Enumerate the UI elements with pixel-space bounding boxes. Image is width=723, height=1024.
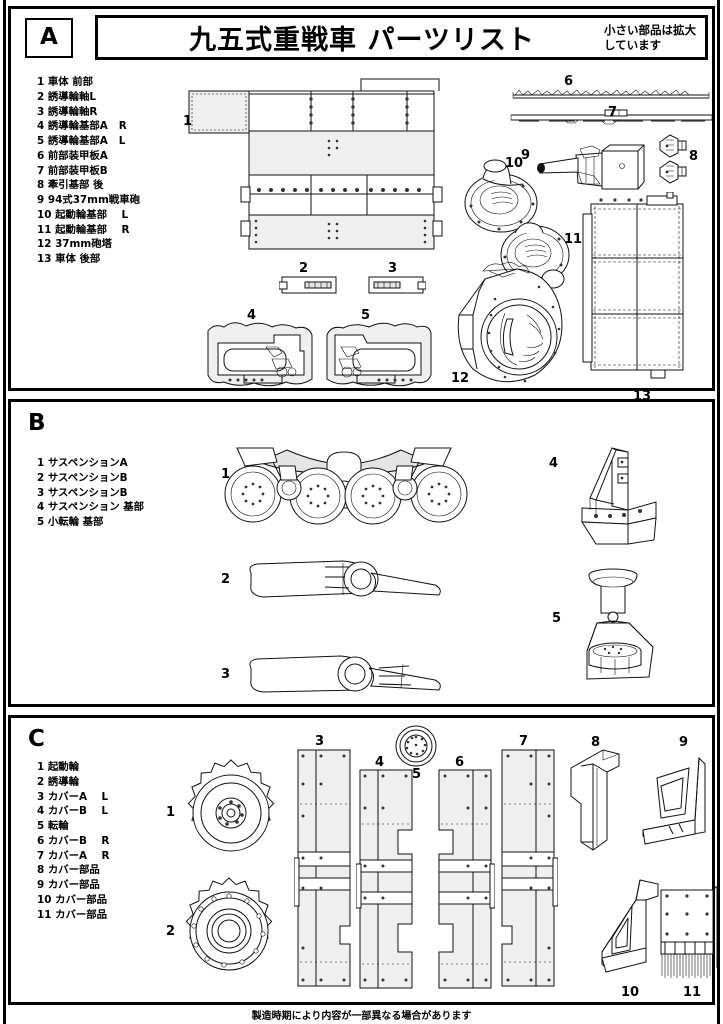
page-title: 九五式重戦車 パーツリスト [189,25,535,56]
callout-c-3: 3 [315,734,325,749]
callout-c-9: 9 [679,735,689,750]
idler-wheel-diagram [174,876,284,986]
panel-b-letter: B [28,410,46,436]
suspension-assembly-diagram [223,440,487,526]
cover-part-9-diagram [639,756,711,856]
callout-c-4: 4 [375,755,385,770]
callout-a-10: 10 [505,156,524,171]
callout-a-12: 12 [451,371,470,386]
callout-c-2: 2 [166,924,176,939]
callout-c-7: 7 [519,734,529,749]
road-wheel-diagram [394,724,438,768]
panel-b-parts-legend: 1 サスペンションA 2 サスペンションB 3 サスペンションB 4 サスペンシ… [37,457,145,529]
callout-c-10: 10 [621,985,640,1000]
cover-part-11-diagram [655,886,723,986]
callout-c-8: 8 [591,735,601,750]
callout-a-2: 2 [299,261,309,276]
front-armor-plate-a-diagram [511,85,711,101]
callout-a-7: 7 [608,105,618,120]
turret-37mm-diagram [443,257,573,393]
small-roller-base-diagram [571,567,671,687]
cover-b-l-diagram [356,768,416,990]
callout-c-5: 5 [412,767,422,782]
callout-a-4: 4 [247,308,257,323]
callout-b-1: 1 [221,467,231,482]
cover-part-10-diagram [596,876,668,986]
rear-tow-hook-diagram [656,133,704,189]
suspension-base-diagram [566,444,676,552]
footer-note: 製造時期により内容が一部異なる場合があります [251,1011,472,1022]
cover-b-r-diagram [435,768,495,990]
callout-a-5: 5 [361,308,371,323]
cover-a-r-diagram [498,748,558,988]
callout-a-11: 11 [564,232,583,247]
idler-base-r-diagram [204,317,316,392]
panel-a-letter: A [25,18,73,58]
callout-b-5: 5 [552,611,562,626]
cover-a-l-diagram [294,748,354,988]
panel-c-parts-legend: 1 起動輪 2 誘導輪 3 カバーA L 4 カバーB L 5 転輪 6 カバー… [37,761,110,921]
callout-a-9: 9 [521,148,531,163]
suspension-arm-b1-diagram [243,557,443,603]
callout-c-6: 6 [455,755,465,770]
drive-sprocket-diagram [176,758,286,868]
callout-a-1: 1 [183,114,193,129]
front-armor-plate-b-diagram [509,109,714,127]
panel-a: A 九五式重戦車 パーツリスト 小さい部品は拡大 しています 1 車体 前部 2… [8,6,715,403]
idler-axle-r-diagram [366,274,426,296]
title-bar: 九五式重戦車 パーツリスト 小さい部品は拡大 しています [95,15,708,60]
panel-b: B 1 サスペンションA 2 サスペンションB 3 サスペンションB 4 サスペ… [8,399,715,707]
callout-c-1: 1 [166,805,176,820]
callout-b-2: 2 [221,572,231,587]
callout-a-8: 8 [689,149,699,164]
callout-b-3: 3 [221,667,231,682]
idler-base-l-diagram [323,317,435,392]
panel-c-letter: C [28,726,45,752]
cover-part-8-diagram [567,748,627,858]
panel-c: C 1 起動輪 2 誘導輪 3 カバーA L 4 カバーB L 5 転輪 6 カ… [8,715,718,1005]
tank-gun-37mm-diagram [534,142,659,202]
sprocket-base-l-diagram [459,158,547,240]
idler-axle-l-diagram [279,274,339,296]
callout-c-11: 11 [683,985,702,1000]
title-subtitle: 小さい部品は拡大 しています [604,23,696,52]
callout-a-3: 3 [388,261,398,276]
hull-front-diagram [171,69,446,284]
suspension-arm-b2-diagram [243,652,443,698]
hull-rear-diagram [581,192,691,382]
panel-a-parts-legend: 1 車体 前部 2 誘導輪軸L 3 誘導輪軸R 4 誘導輪基部A R 5 誘導輪… [37,76,140,266]
callout-b-4: 4 [549,456,559,471]
callout-a-6: 6 [564,74,574,89]
